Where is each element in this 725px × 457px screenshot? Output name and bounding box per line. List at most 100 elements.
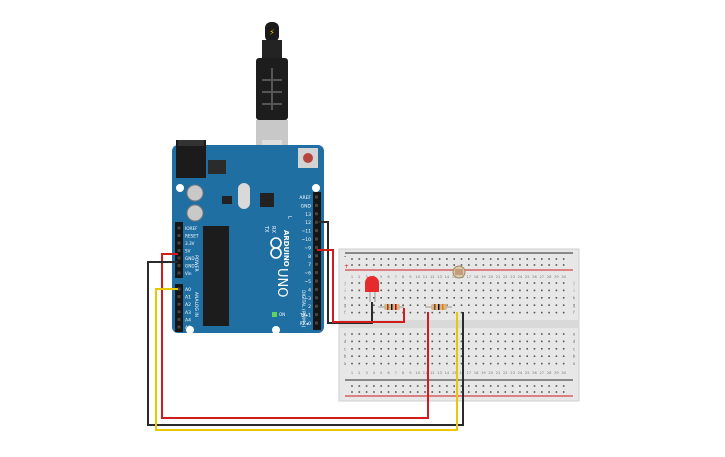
brand-logo-text: ARDUINO bbox=[282, 230, 290, 267]
column-number: 17 bbox=[467, 275, 472, 279]
analog-pin[interactable] bbox=[177, 287, 181, 291]
digital-pin[interactable] bbox=[315, 287, 318, 291]
power-pin[interactable] bbox=[177, 264, 181, 267]
digital-pin[interactable] bbox=[315, 296, 318, 300]
wire-yellow-a0[interactable] bbox=[155, 288, 458, 431]
row-letter: c bbox=[344, 346, 346, 351]
digital-label: DIGITAL (PWM~) bbox=[300, 290, 306, 328]
wire-red-pin10[interactable] bbox=[317, 249, 405, 323]
column-number: 3 bbox=[365, 275, 367, 279]
row-letter: g bbox=[573, 303, 576, 308]
row-letter: g bbox=[344, 303, 347, 308]
resistor-led[interactable] bbox=[378, 304, 404, 310]
led[interactable] bbox=[365, 276, 379, 302]
power-pin-label: 5V bbox=[185, 249, 191, 254]
column-number: 9 bbox=[409, 275, 412, 279]
column-number: 26 bbox=[532, 275, 537, 279]
analog-pin[interactable] bbox=[177, 302, 181, 306]
row-letter: e bbox=[344, 332, 347, 337]
digital-pin[interactable] bbox=[315, 195, 318, 199]
power-pin[interactable] bbox=[177, 226, 181, 230]
digital-pin[interactable] bbox=[315, 237, 318, 241]
row-letter: d bbox=[344, 339, 347, 344]
column-number: 27 bbox=[540, 371, 545, 375]
power-pin-label: GND bbox=[185, 264, 195, 269]
power-pin-label: 3.3V bbox=[185, 241, 195, 246]
column-number: 19 bbox=[481, 371, 486, 375]
digital-pin[interactable] bbox=[315, 304, 318, 308]
analog-pin[interactable] bbox=[177, 310, 181, 314]
resistor-ldr[interactable] bbox=[425, 304, 452, 310]
digital-header[interactable] bbox=[313, 192, 321, 330]
row-letter: e bbox=[573, 332, 576, 337]
wire-red-5v[interactable] bbox=[161, 253, 429, 419]
power-pin[interactable] bbox=[177, 234, 181, 237]
digital-pin-label: ~6 bbox=[304, 271, 311, 277]
digital-pin[interactable] bbox=[315, 245, 318, 249]
photoresistor[interactable] bbox=[452, 265, 466, 279]
power-label: POWER bbox=[193, 255, 199, 272]
column-number: 15 bbox=[452, 371, 457, 375]
analog-header[interactable] bbox=[175, 284, 183, 332]
column-number: 20 bbox=[488, 371, 493, 375]
analog-pin[interactable] bbox=[177, 325, 181, 329]
digital-pin[interactable] bbox=[315, 229, 318, 233]
column-number: 13 bbox=[437, 371, 442, 375]
on-led bbox=[272, 312, 277, 317]
column-number: 29 bbox=[554, 275, 559, 279]
column-number: 20 bbox=[488, 275, 493, 279]
row-letter: f bbox=[344, 310, 346, 315]
digital-pin[interactable] bbox=[315, 313, 318, 317]
column-number: 30 bbox=[561, 275, 566, 279]
power-pin-label: GND bbox=[185, 256, 195, 261]
row-letter: d bbox=[573, 339, 576, 344]
breadboard-holes[interactable] bbox=[351, 258, 565, 393]
on-label: ON bbox=[279, 312, 285, 317]
digital-pin-label: ~9 bbox=[304, 245, 311, 251]
wire-black-gnd2[interactable] bbox=[317, 221, 373, 324]
digital-pin-label: 4 bbox=[308, 287, 311, 293]
digital-pin[interactable] bbox=[315, 262, 318, 266]
digital-pin-label: RX◂0 bbox=[300, 321, 311, 327]
digital-pin[interactable] bbox=[315, 212, 318, 216]
digital-pin[interactable] bbox=[315, 321, 318, 325]
usb-cable[interactable]: ⚡ bbox=[256, 22, 288, 162]
column-number: 24 bbox=[518, 275, 523, 279]
arduino-board[interactable]: TX RX L ARDUINO UNO ON DIGITAL (PWM~) PO… bbox=[172, 140, 324, 334]
row-letter: f bbox=[573, 310, 575, 315]
column-number: 7 bbox=[395, 371, 397, 375]
digital-pin[interactable] bbox=[315, 203, 318, 207]
breadboard[interactable]: + - 112233445566778899101011111212131314… bbox=[338, 248, 580, 402]
power-pin-label: IOREF bbox=[185, 226, 198, 231]
column-number: 1 bbox=[351, 371, 353, 375]
power-pin[interactable] bbox=[177, 249, 181, 252]
power-pin[interactable] bbox=[177, 271, 181, 275]
power-pin-label: RESET bbox=[185, 234, 199, 239]
column-number: 12 bbox=[430, 275, 435, 279]
analog-label: ANALOG IN bbox=[193, 292, 199, 317]
digital-pin[interactable] bbox=[315, 271, 318, 275]
column-number: 15 bbox=[452, 275, 457, 279]
row-letter: b bbox=[344, 354, 347, 359]
digital-pin[interactable] bbox=[315, 279, 318, 283]
column-number: 25 bbox=[525, 371, 530, 375]
power-pin[interactable] bbox=[177, 241, 181, 245]
digital-pin[interactable] bbox=[315, 254, 318, 258]
analog-pin[interactable] bbox=[177, 295, 181, 299]
analog-pin-label: A5 bbox=[185, 325, 191, 331]
column-number: 3 bbox=[365, 371, 367, 375]
digital-pin-label: 8 bbox=[308, 254, 311, 260]
column-number: 24 bbox=[518, 371, 523, 375]
row-letter: c bbox=[573, 346, 575, 351]
digital-pin[interactable] bbox=[315, 220, 318, 224]
column-number: 6 bbox=[387, 275, 390, 279]
digital-pin-label: 13 bbox=[305, 212, 311, 218]
column-number: 18 bbox=[474, 275, 479, 279]
column-number: 26 bbox=[532, 371, 537, 375]
analog-pin-label: A1 bbox=[185, 295, 191, 301]
power-jack[interactable] bbox=[176, 140, 206, 178]
power-pin[interactable] bbox=[177, 256, 181, 260]
analog-pin[interactable] bbox=[177, 317, 181, 321]
column-number: 5 bbox=[380, 371, 382, 375]
wire-black-gnd[interactable] bbox=[147, 261, 464, 426]
